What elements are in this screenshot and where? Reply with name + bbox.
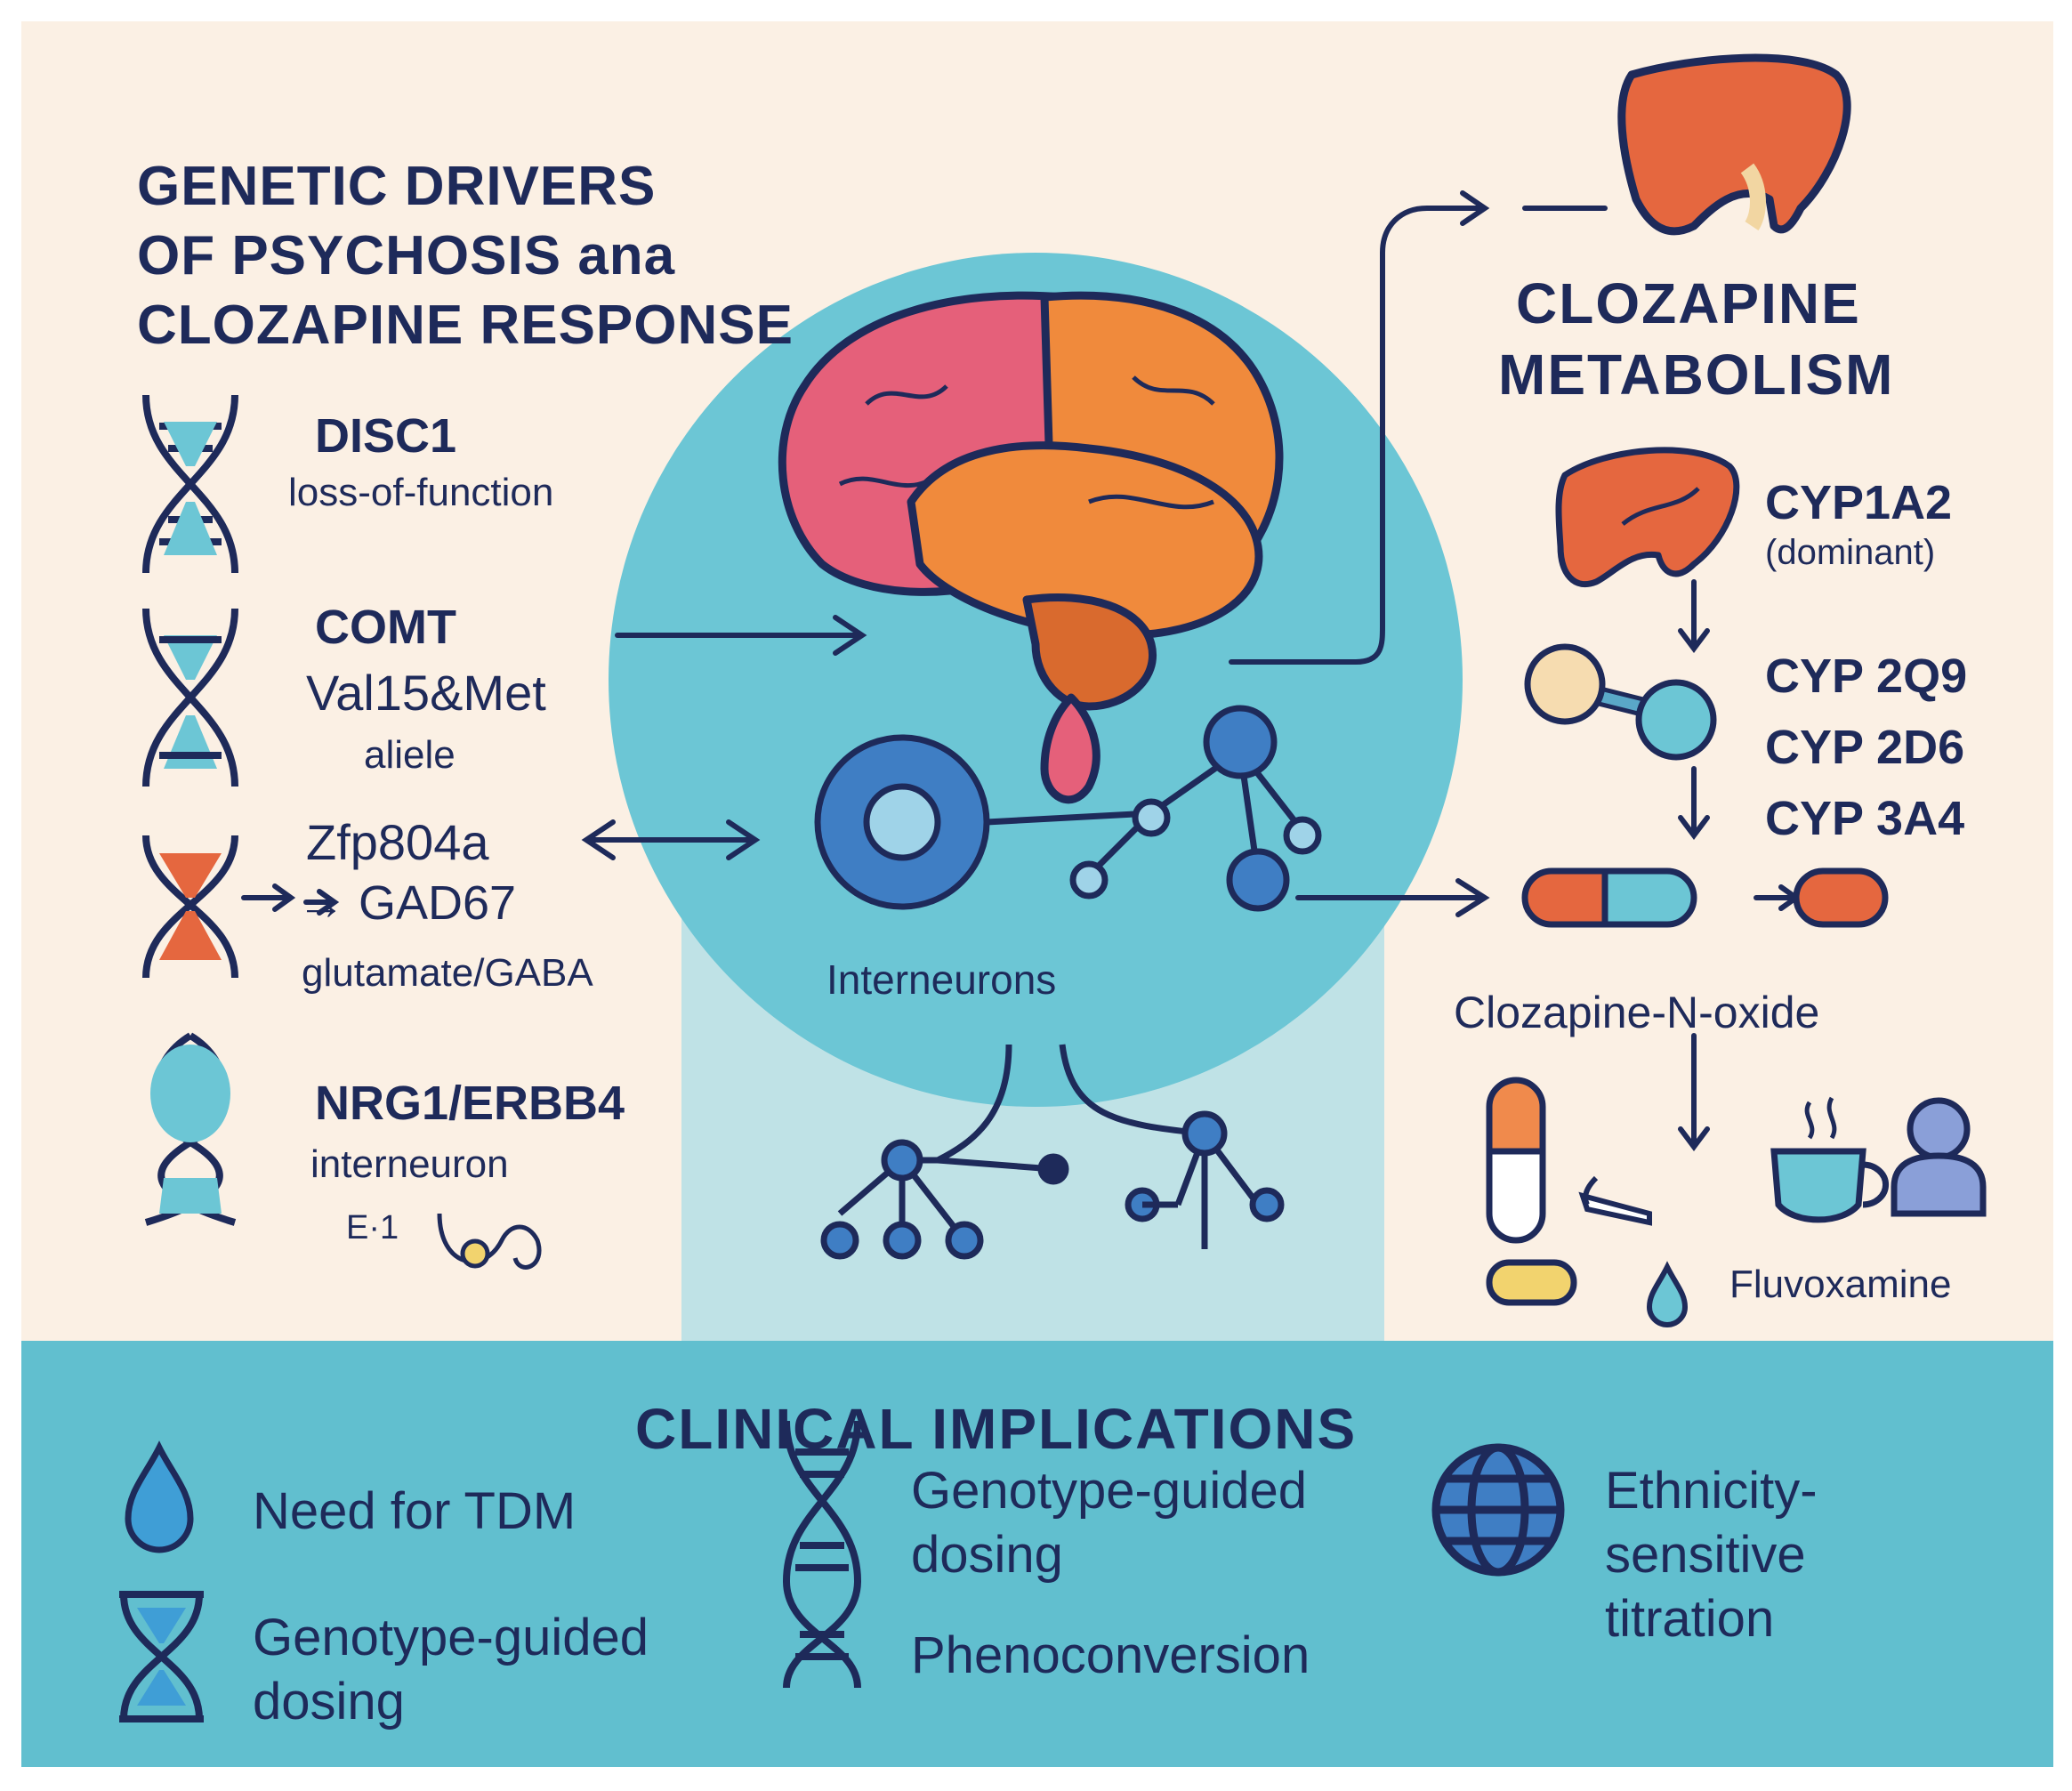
drop-icon — [1646, 1261, 1689, 1327]
right-title-line-1: CLOZAPINE — [1516, 271, 1861, 335]
liver-icon — [1617, 53, 1851, 236]
gene-nrg1-sub: interneuron — [310, 1142, 509, 1186]
left-title-line-1: GENETIC DRIVERS — [137, 156, 657, 217]
clinical-icons — [119, 1420, 1565, 1722]
enzyme-cyp3a4: CYP 3A4 — [1765, 792, 1965, 845]
squiggle-mark — [437, 1213, 542, 1270]
arrows — [241, 190, 1802, 1151]
clinical-panel: CLINICAL IMPLICATIONS Need for TDM Genot… — [21, 1341, 2053, 1767]
clinical-item-genotype-2-line1: Genotype-guided — [911, 1462, 1307, 1520]
enzyme-cyp1a2-note: (dominant) — [1765, 533, 1936, 572]
neuron-tree-icon — [820, 1044, 1285, 1260]
clinical-title: CLINICAL IMPLICATIONS — [635, 1397, 1358, 1461]
metabolite-label: Clozapine-N-oxide — [1454, 988, 1820, 1037]
gene-nrg1-extra: E·1 — [346, 1209, 399, 1246]
infographic-frame: GENETIC DRIVERS OF PSYCHOSIS ana CLOZAPI… — [21, 21, 2053, 1767]
dna-helix-icon — [782, 1420, 862, 1689]
gene-disc1-sub: loss-of-function — [288, 471, 554, 514]
interneurons-label: Interneurons — [826, 956, 1057, 1003]
clinical-item-phenoconversion: Phenoconversion — [911, 1626, 1310, 1684]
dna-helix-icon — [142, 394, 238, 574]
clinical-item-genotype-1-line1: Genotype-guided — [253, 1609, 649, 1666]
enzyme-cyp1a2: CYP1A2 — [1765, 476, 1953, 529]
left-title-line-3: CLOZAPINE RESPONSE — [137, 294, 794, 356]
cigarette-icon — [1578, 1175, 1652, 1226]
liver-icon — [1555, 447, 1740, 588]
enzyme-cyp2d6: CYP 2D6 — [1765, 721, 1965, 774]
gene-nrg1-name: NRG1/ERBB4 — [315, 1077, 625, 1130]
drop-icon — [125, 1440, 194, 1553]
clinical-item-genotype-1-line2: dosing — [253, 1673, 405, 1730]
brain-icon — [778, 291, 1284, 804]
gene-gad67: → GAD67 — [297, 876, 517, 930]
right-title-line-2: METABOLISM — [1498, 343, 1895, 407]
neuron-cluster-icon — [814, 705, 1322, 912]
coffee-cup-icon — [1770, 1096, 1890, 1223]
gene-disc1-name: DISC1 — [315, 409, 457, 463]
dna-helix-icon — [144, 1032, 237, 1226]
dna-helix-icon — [142, 608, 238, 787]
clinical-item-ethnicity-line3: titration — [1605, 1590, 1775, 1648]
globe-icon — [1431, 1443, 1565, 1577]
capsule-icon — [1521, 867, 1889, 928]
gene-zfp804a-name: Zfp804a — [306, 814, 489, 870]
inhibitor-label: Fluvoxamine — [1729, 1263, 1952, 1306]
gene-comt-sub: aliele — [364, 733, 456, 777]
dna-helix-orange-icon — [142, 835, 238, 979]
enzyme-cyp2c9: CYP 2Q9 — [1765, 649, 1968, 703]
clinical-item-ethnicity-line1: Ethnicity- — [1605, 1462, 1818, 1520]
molecule-icon — [1524, 643, 1717, 761]
gene-zfp804a-sub: glutamate/GABA — [302, 951, 593, 995]
clinical-item-genotype-2-line2: dosing — [911, 1526, 1063, 1584]
diagram-graphics — [142, 53, 1987, 1343]
dna-hourglass-icon — [119, 1591, 204, 1722]
person-icon — [1891, 1097, 1987, 1217]
pill-icon — [1486, 1077, 1577, 1306]
gene-comt-name: COMT — [315, 601, 456, 654]
clinical-item-tdm: Need for TDM — [253, 1482, 576, 1540]
left-title-line-2: OF PSYCHOSIS ana — [137, 225, 676, 286]
gene-comt-variant: Val15&Met — [306, 665, 546, 721]
clinical-item-ethnicity-line2: sensitive — [1605, 1526, 1806, 1584]
